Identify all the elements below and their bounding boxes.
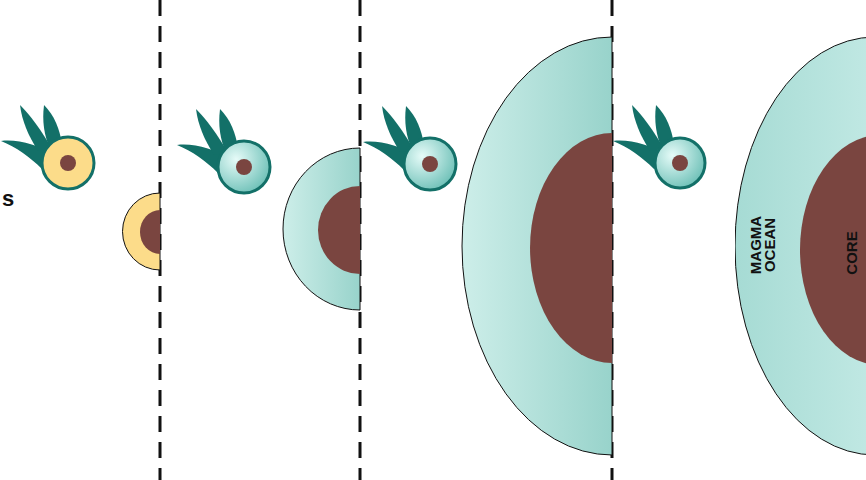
magma-ocean-label: MAGMA OCEAN bbox=[749, 214, 777, 276]
core-label: CORE bbox=[845, 223, 859, 283]
protoplanet-half bbox=[123, 193, 160, 270]
magma-ocean: MAGMA OCEAN CORE bbox=[735, 37, 866, 455]
impactor bbox=[1, 105, 94, 189]
stage-divider bbox=[160, 0, 612, 480]
protoplanet-half bbox=[462, 37, 612, 455]
core: CORE bbox=[800, 135, 866, 365]
impactor bbox=[613, 105, 705, 188]
side-label: s bbox=[2, 186, 14, 212]
impactor bbox=[363, 106, 456, 190]
protoplanet-half bbox=[283, 148, 360, 310]
impactor bbox=[177, 109, 270, 193]
